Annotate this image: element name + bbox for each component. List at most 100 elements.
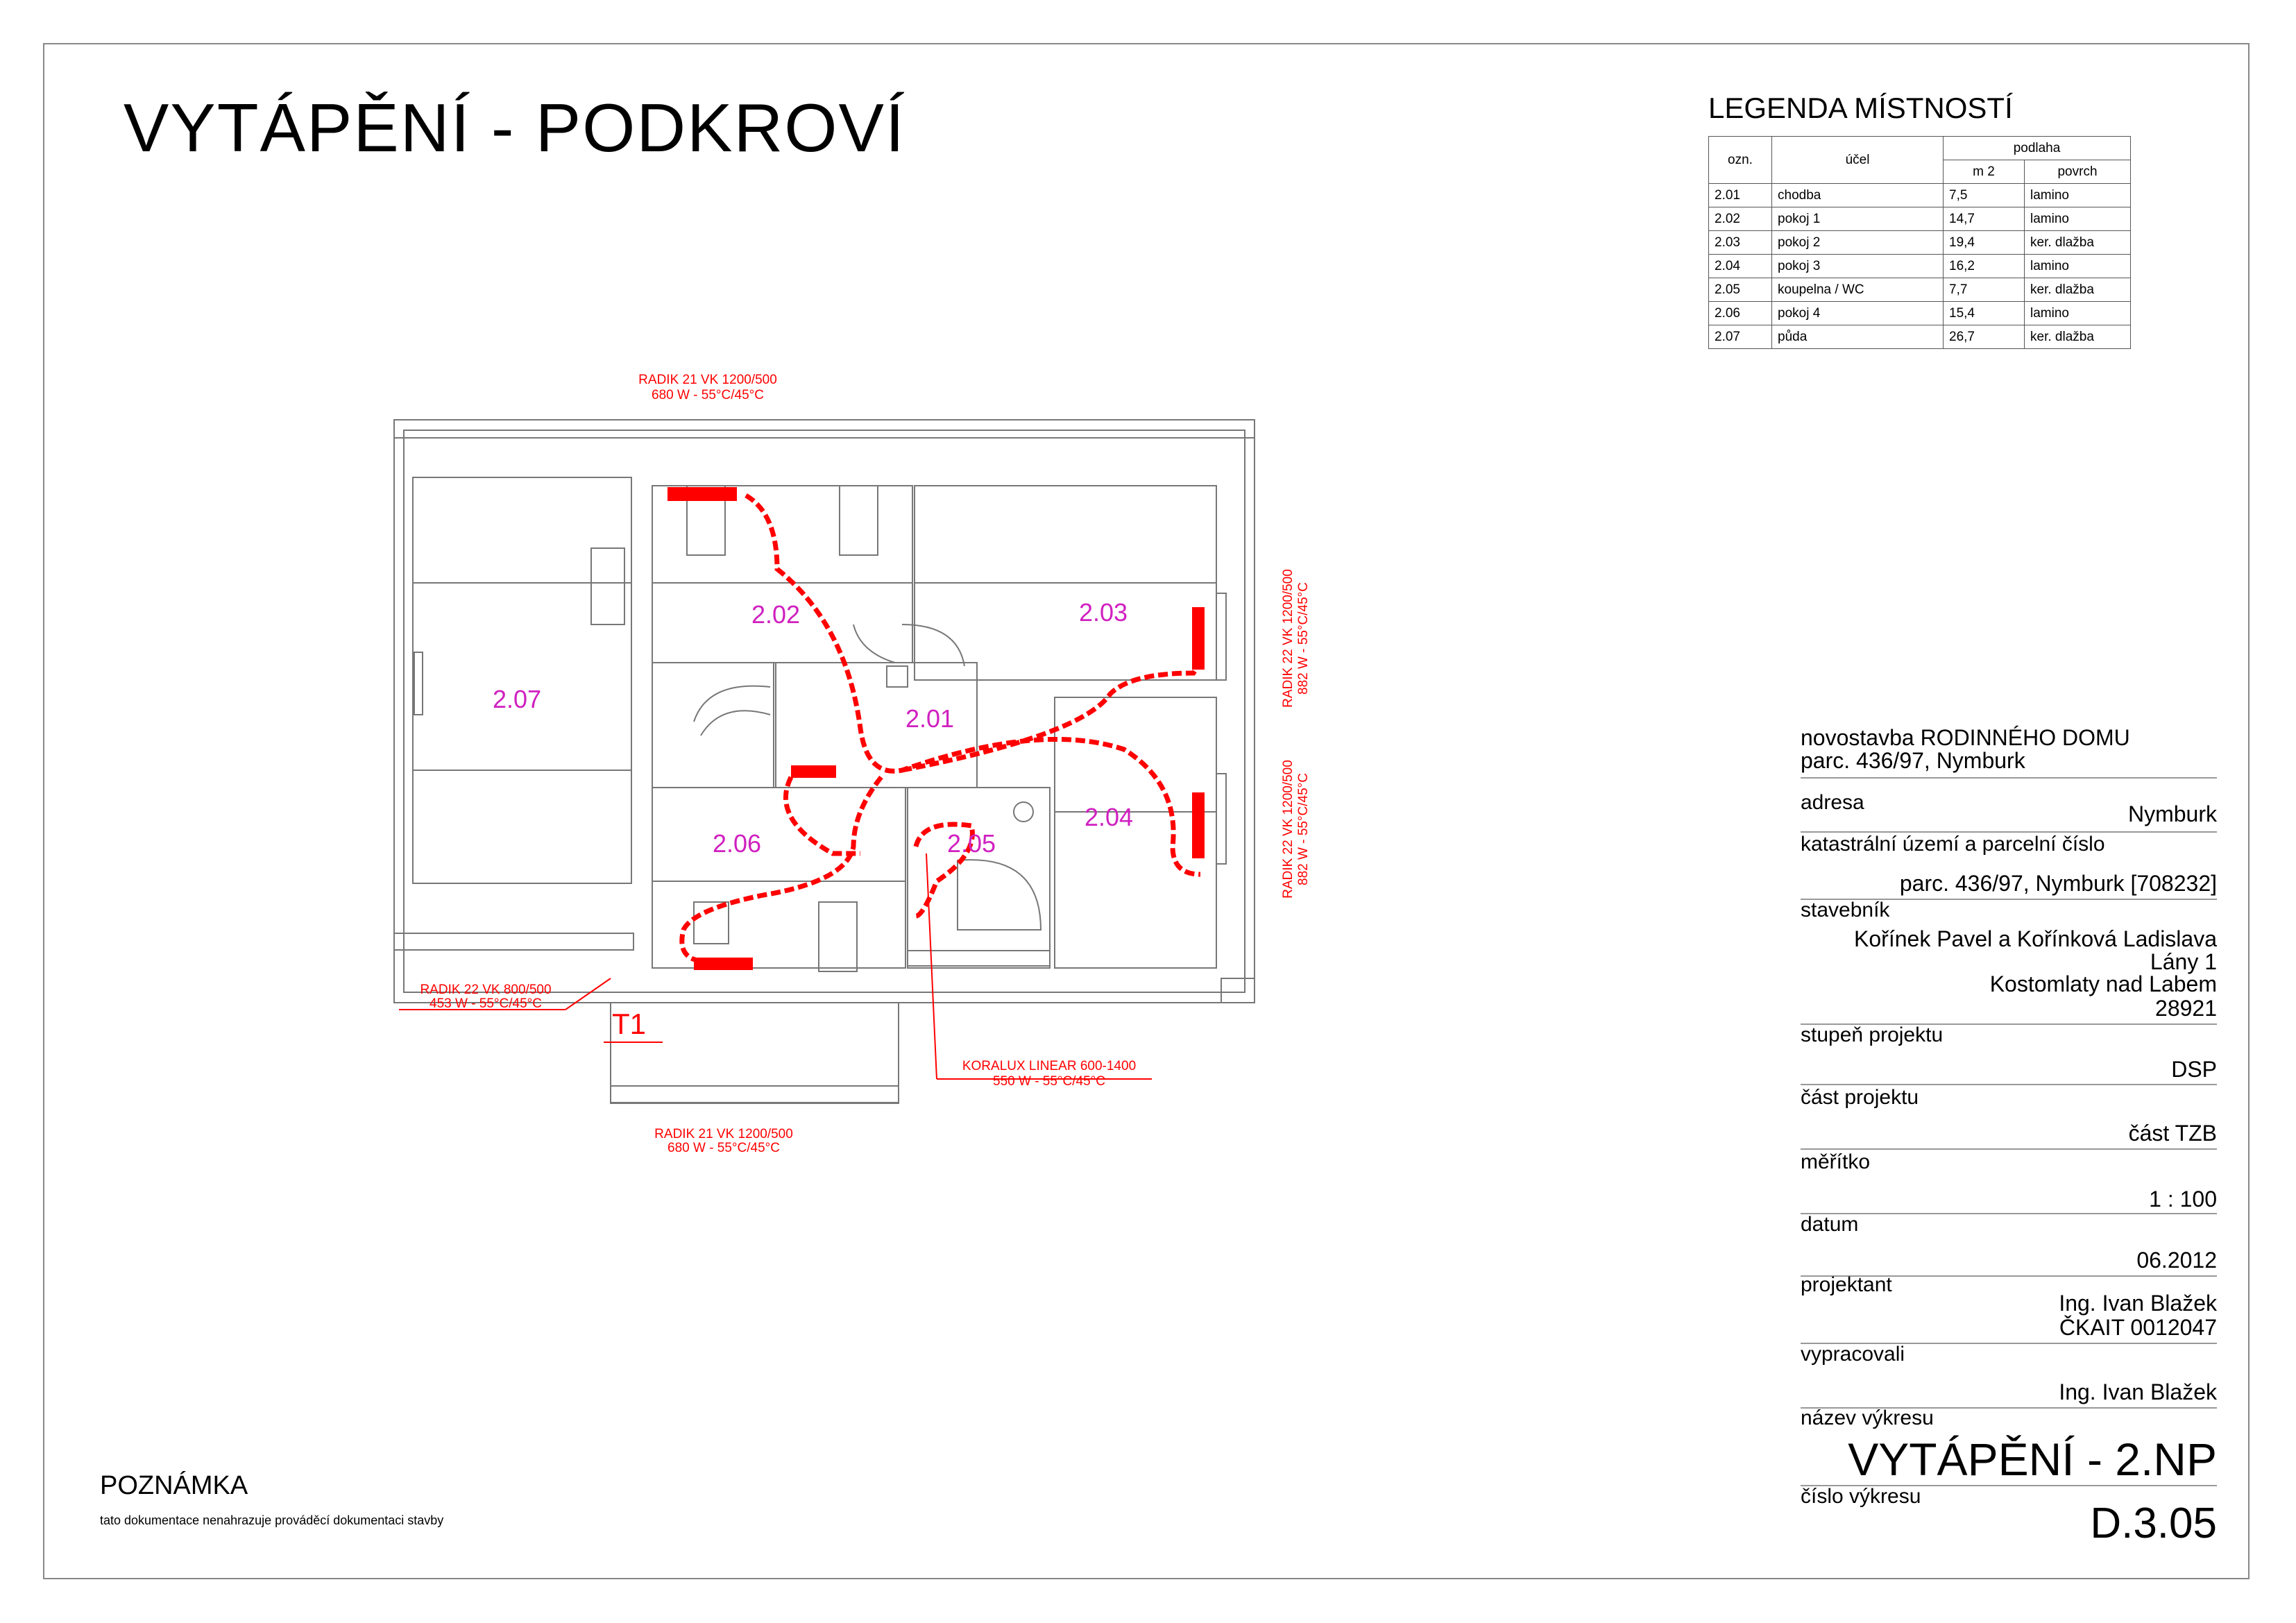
roof-window	[818, 901, 858, 972]
part-label: část projektu	[1801, 1086, 1919, 1109]
legend-header-code: ozn.	[1708, 136, 1772, 184]
radiator-top-power: 680 W - 55°C/45°C	[652, 388, 764, 402]
date-label: datum	[1801, 1213, 1859, 1236]
legend-purpose: pokoj 3	[1771, 254, 1944, 278]
legend-area: 26,7	[1943, 325, 2025, 349]
room-label-2-02: 2.02	[751, 600, 800, 629]
address-value: Nymburk	[2127, 801, 2217, 826]
eaves-top	[393, 419, 1255, 439]
builder-name: Kořínek Pavel a Kořínková Ladislava	[1854, 926, 2217, 951]
drawing-frame	[43, 43, 2250, 1579]
radiator-top-type: RADIK 21 VK 1200/500	[638, 373, 777, 387]
radiator-right-upper-power: 882 W - 55°C/45°C	[1296, 582, 1311, 695]
legend-title: LEGENDA MÍSTNOSTÍ	[1708, 92, 2013, 124]
roof-window	[693, 901, 729, 944]
stage-value: DSP	[2171, 1057, 2217, 1082]
radiator-right-lower-power: 882 W - 55°C/45°C	[1296, 773, 1311, 885]
room-2-05-outline	[907, 787, 1051, 969]
staircase	[652, 662, 774, 788]
wc-icon	[1013, 801, 1034, 822]
radiator-left-icon	[791, 765, 836, 778]
legend-surface: lamino	[2024, 254, 2131, 278]
balcony	[610, 1002, 899, 1104]
room-label-2-07: 2.07	[493, 685, 541, 713]
roof-window	[686, 485, 726, 556]
room-label-2-04: 2.04	[1085, 803, 1133, 831]
builder-zip: 28921	[2155, 996, 2217, 1021]
room-2-07-outline	[412, 477, 632, 884]
radiator-bottom-type: RADIK 21 VK 1200/500	[654, 1127, 793, 1141]
legend-surface: ker. dlažba	[2024, 278, 2131, 302]
legend-code: 2.02	[1708, 207, 1772, 231]
radiator-right-upper-type: RADIK 22 VK 1200/500	[1281, 569, 1295, 708]
legend-table: ozn. účel podlaha m 2 povrch 2.01 chodba…	[1708, 136, 2131, 349]
drawing-number: D.3.05	[2090, 1499, 2217, 1547]
builder-city: Kostomlaty nad Labem	[1989, 971, 2217, 996]
legend-row: 2.05 koupelna / WC 7,7 ker. dlažba	[1708, 278, 2131, 302]
legend-surface: ker. dlažba	[2024, 230, 2131, 255]
designer-label: projektant	[1801, 1273, 1892, 1296]
scale-label: měřítko	[1801, 1150, 1871, 1173]
room-label-2-06: 2.06	[713, 829, 761, 858]
note-text: tato dokumentace nenahrazuje prováděcí d…	[100, 1513, 444, 1527]
pipe-run	[913, 822, 975, 919]
legend-row: 2.01 chodba 7,5 lamino	[1708, 183, 2131, 207]
prepared-label: vypracovali	[1801, 1343, 1905, 1366]
radiator-right-lower-icon	[1192, 792, 1205, 858]
room-label-2-05: 2.05	[947, 829, 996, 858]
drawing-name-label: název výkresu	[1801, 1407, 1934, 1429]
pipe-run	[901, 661, 1202, 773]
radiators	[667, 487, 1205, 970]
designer-id: ČKAIT 0012047	[2059, 1315, 2217, 1340]
legend-purpose: půda	[1771, 325, 1944, 349]
date-value: 06.2012	[2136, 1248, 2217, 1273]
legend-row: 2.07 půda 26,7 ker. dlažba	[1708, 325, 2131, 349]
radiator-left-type: RADIK 22 VK 800/500	[420, 983, 551, 997]
legend-surface: lamino	[2024, 207, 2131, 231]
radiator-bottom-power: 680 W - 55°C/45°C	[667, 1141, 780, 1155]
designer-name: Ing. Ivan Blažek	[2059, 1291, 2217, 1316]
door-swing	[901, 624, 965, 667]
legend-purpose: chodba	[1771, 183, 1944, 207]
legend-area: 16,2	[1943, 254, 2025, 278]
roof-window	[839, 485, 878, 556]
room-label-2-03: 2.03	[1079, 598, 1128, 627]
eaves-left	[393, 933, 634, 951]
legend-code: 2.03	[1708, 230, 1772, 255]
radiator-bathroom-power: 550 W - 55°C/45°C	[993, 1074, 1105, 1089]
builder-label: stavebník	[1801, 899, 1890, 921]
room-label-2-01: 2.01	[905, 704, 954, 733]
project-name: novostavba RODINNÉHO DOMU	[1801, 725, 2130, 750]
legend-purpose: pokoj 4	[1771, 301, 1944, 325]
scale-value: 1 : 100	[2149, 1187, 2217, 1212]
pipe-run	[783, 776, 860, 856]
note-title: POZNÁMKA	[100, 1471, 248, 1500]
prepared-value: Ing. Ivan Blažek	[2059, 1379, 2217, 1404]
legend-row: 2.06 pokoj 4 15,4 lamino	[1708, 301, 2131, 325]
legend-row: 2.03 pokoj 2 19,4 ker. dlažba	[1708, 230, 2131, 255]
radiator-right-upper-icon	[1192, 607, 1205, 670]
legend-area: 7,5	[1943, 183, 2025, 207]
drawing-no-label: číslo výkresu	[1801, 1485, 1921, 1508]
stage-label: stupeň projektu	[1801, 1023, 1944, 1046]
roof-window	[590, 547, 625, 625]
chimney	[886, 665, 908, 688]
builder-street: Lány 1	[2150, 949, 2217, 974]
address-label: adresa	[1801, 791, 1864, 814]
legend-area: 15,4	[1943, 301, 2025, 325]
part-value: část TZB	[2128, 1121, 2217, 1146]
bathtub-icon	[957, 859, 1042, 931]
heating-pipes	[679, 493, 1202, 964]
legend-surface: ker. dlažba	[2024, 325, 2131, 349]
riser-label: T1	[612, 1008, 646, 1040]
cadastral-value: parc. 436/97, Nymburk [708232]	[1899, 871, 2217, 896]
legend-row: 2.04 pokoj 3 16,2 lamino	[1708, 254, 2131, 278]
legend-purpose: koupelna / WC	[1771, 278, 1944, 302]
legend-area: 14,7	[1943, 207, 2025, 231]
legend-code: 2.04	[1708, 254, 1772, 278]
legend-surface: lamino	[2024, 301, 2131, 325]
room-2-06-outline	[652, 787, 906, 969]
drawing-name: VYTÁPĚNÍ - 2.NP	[1848, 1434, 2217, 1485]
legend-header-surface: povrch	[2024, 160, 2131, 184]
